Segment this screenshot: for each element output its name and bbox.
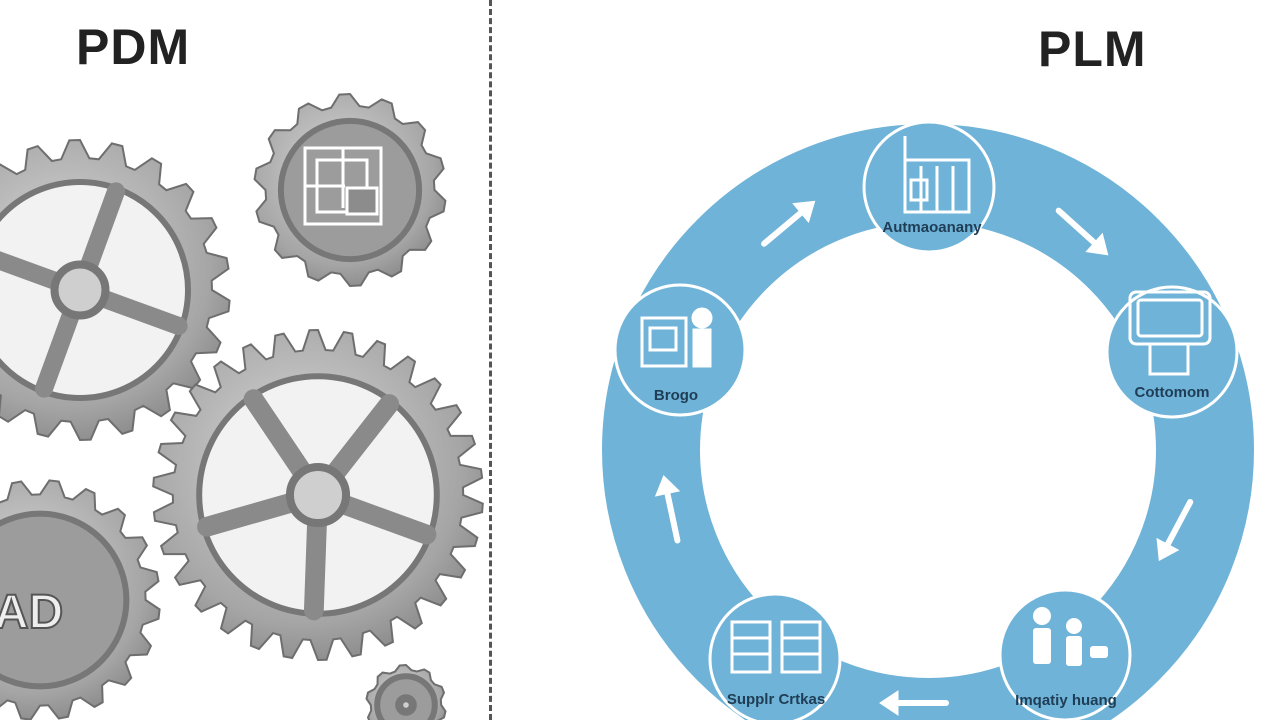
lifecycle-node-5: Brogo <box>613 283 747 417</box>
node-label: Imqatiy huang <box>1015 692 1117 709</box>
arrow-icon <box>879 690 949 716</box>
dashed-divider <box>489 0 492 720</box>
monitor-icon <box>1128 290 1212 376</box>
engineer-icon <box>640 307 713 368</box>
pdm-gears-illustration: AD <box>0 92 484 720</box>
node-label: Autmaoanany <box>882 219 982 236</box>
lifecycle-node-3: Imqatiy huang <box>998 588 1132 720</box>
node-label: Brogo <box>654 387 698 404</box>
cad-label: AD <box>0 586 63 639</box>
gear-icon <box>152 328 484 662</box>
lifecycle-node-4: Supplr Crtkas <box>708 592 842 720</box>
shelves-icon <box>730 620 822 674</box>
lifecycle-node-1: Autmaoanany <box>862 120 996 254</box>
people-icon <box>1033 607 1108 666</box>
lifecycle-node-2: Cottomom <box>1105 285 1239 419</box>
arrow-icon <box>761 200 816 247</box>
gear-icon <box>0 138 231 442</box>
pdm-title: PDM <box>76 19 191 75</box>
gear-icon <box>365 663 447 720</box>
node-label: Supplr Crtkas <box>727 691 825 708</box>
arrow-icon <box>1055 207 1109 256</box>
node-label: Cottomom <box>1135 384 1210 401</box>
arrow-icon <box>1156 499 1194 562</box>
blueprint-icon <box>303 146 383 226</box>
factory-icon <box>903 136 971 214</box>
gear-icon <box>0 479 161 720</box>
arrow-icon <box>654 474 681 544</box>
plm-title: PLM <box>1038 21 1147 77</box>
